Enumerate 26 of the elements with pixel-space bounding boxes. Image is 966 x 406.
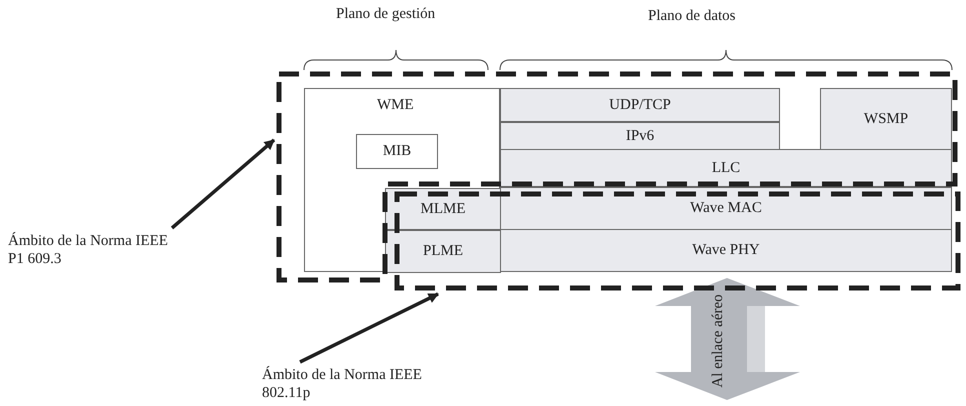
layer-box [500,149,952,187]
layer-label: WME [377,97,414,114]
layer-label: MIB [382,143,412,160]
layer-label: Wave PHY [692,242,760,259]
callout-text: Ámbito de la Norma IEEE 802.11p [262,366,422,402]
layer-box [500,88,780,122]
layer-label: WSMP [864,110,908,128]
layer-label: Wave MAC [690,200,762,217]
layer-box [385,230,501,273]
layer-label: MLME [420,200,466,218]
plane-label: Plano de datos [648,8,736,25]
arrow [299,292,439,364]
layer-label: PLME [422,243,463,260]
layer-box [500,122,780,150]
layer-label: UDP/TCP [609,96,671,114]
callout-text: Ámbito de la Norma IEEE P1 609.3 [8,232,168,268]
layer-box [304,88,500,272]
layer-box [500,229,952,272]
layer-box [820,88,952,150]
arrow-label: Al enlace aéreo [710,293,727,390]
layer-box [500,187,952,230]
arrow [170,138,276,230]
layer-label: LLC [712,160,740,176]
plane-label: Plano de gestión [336,6,436,23]
layer-box [356,134,438,169]
layer-label: IPv6 [626,128,654,144]
